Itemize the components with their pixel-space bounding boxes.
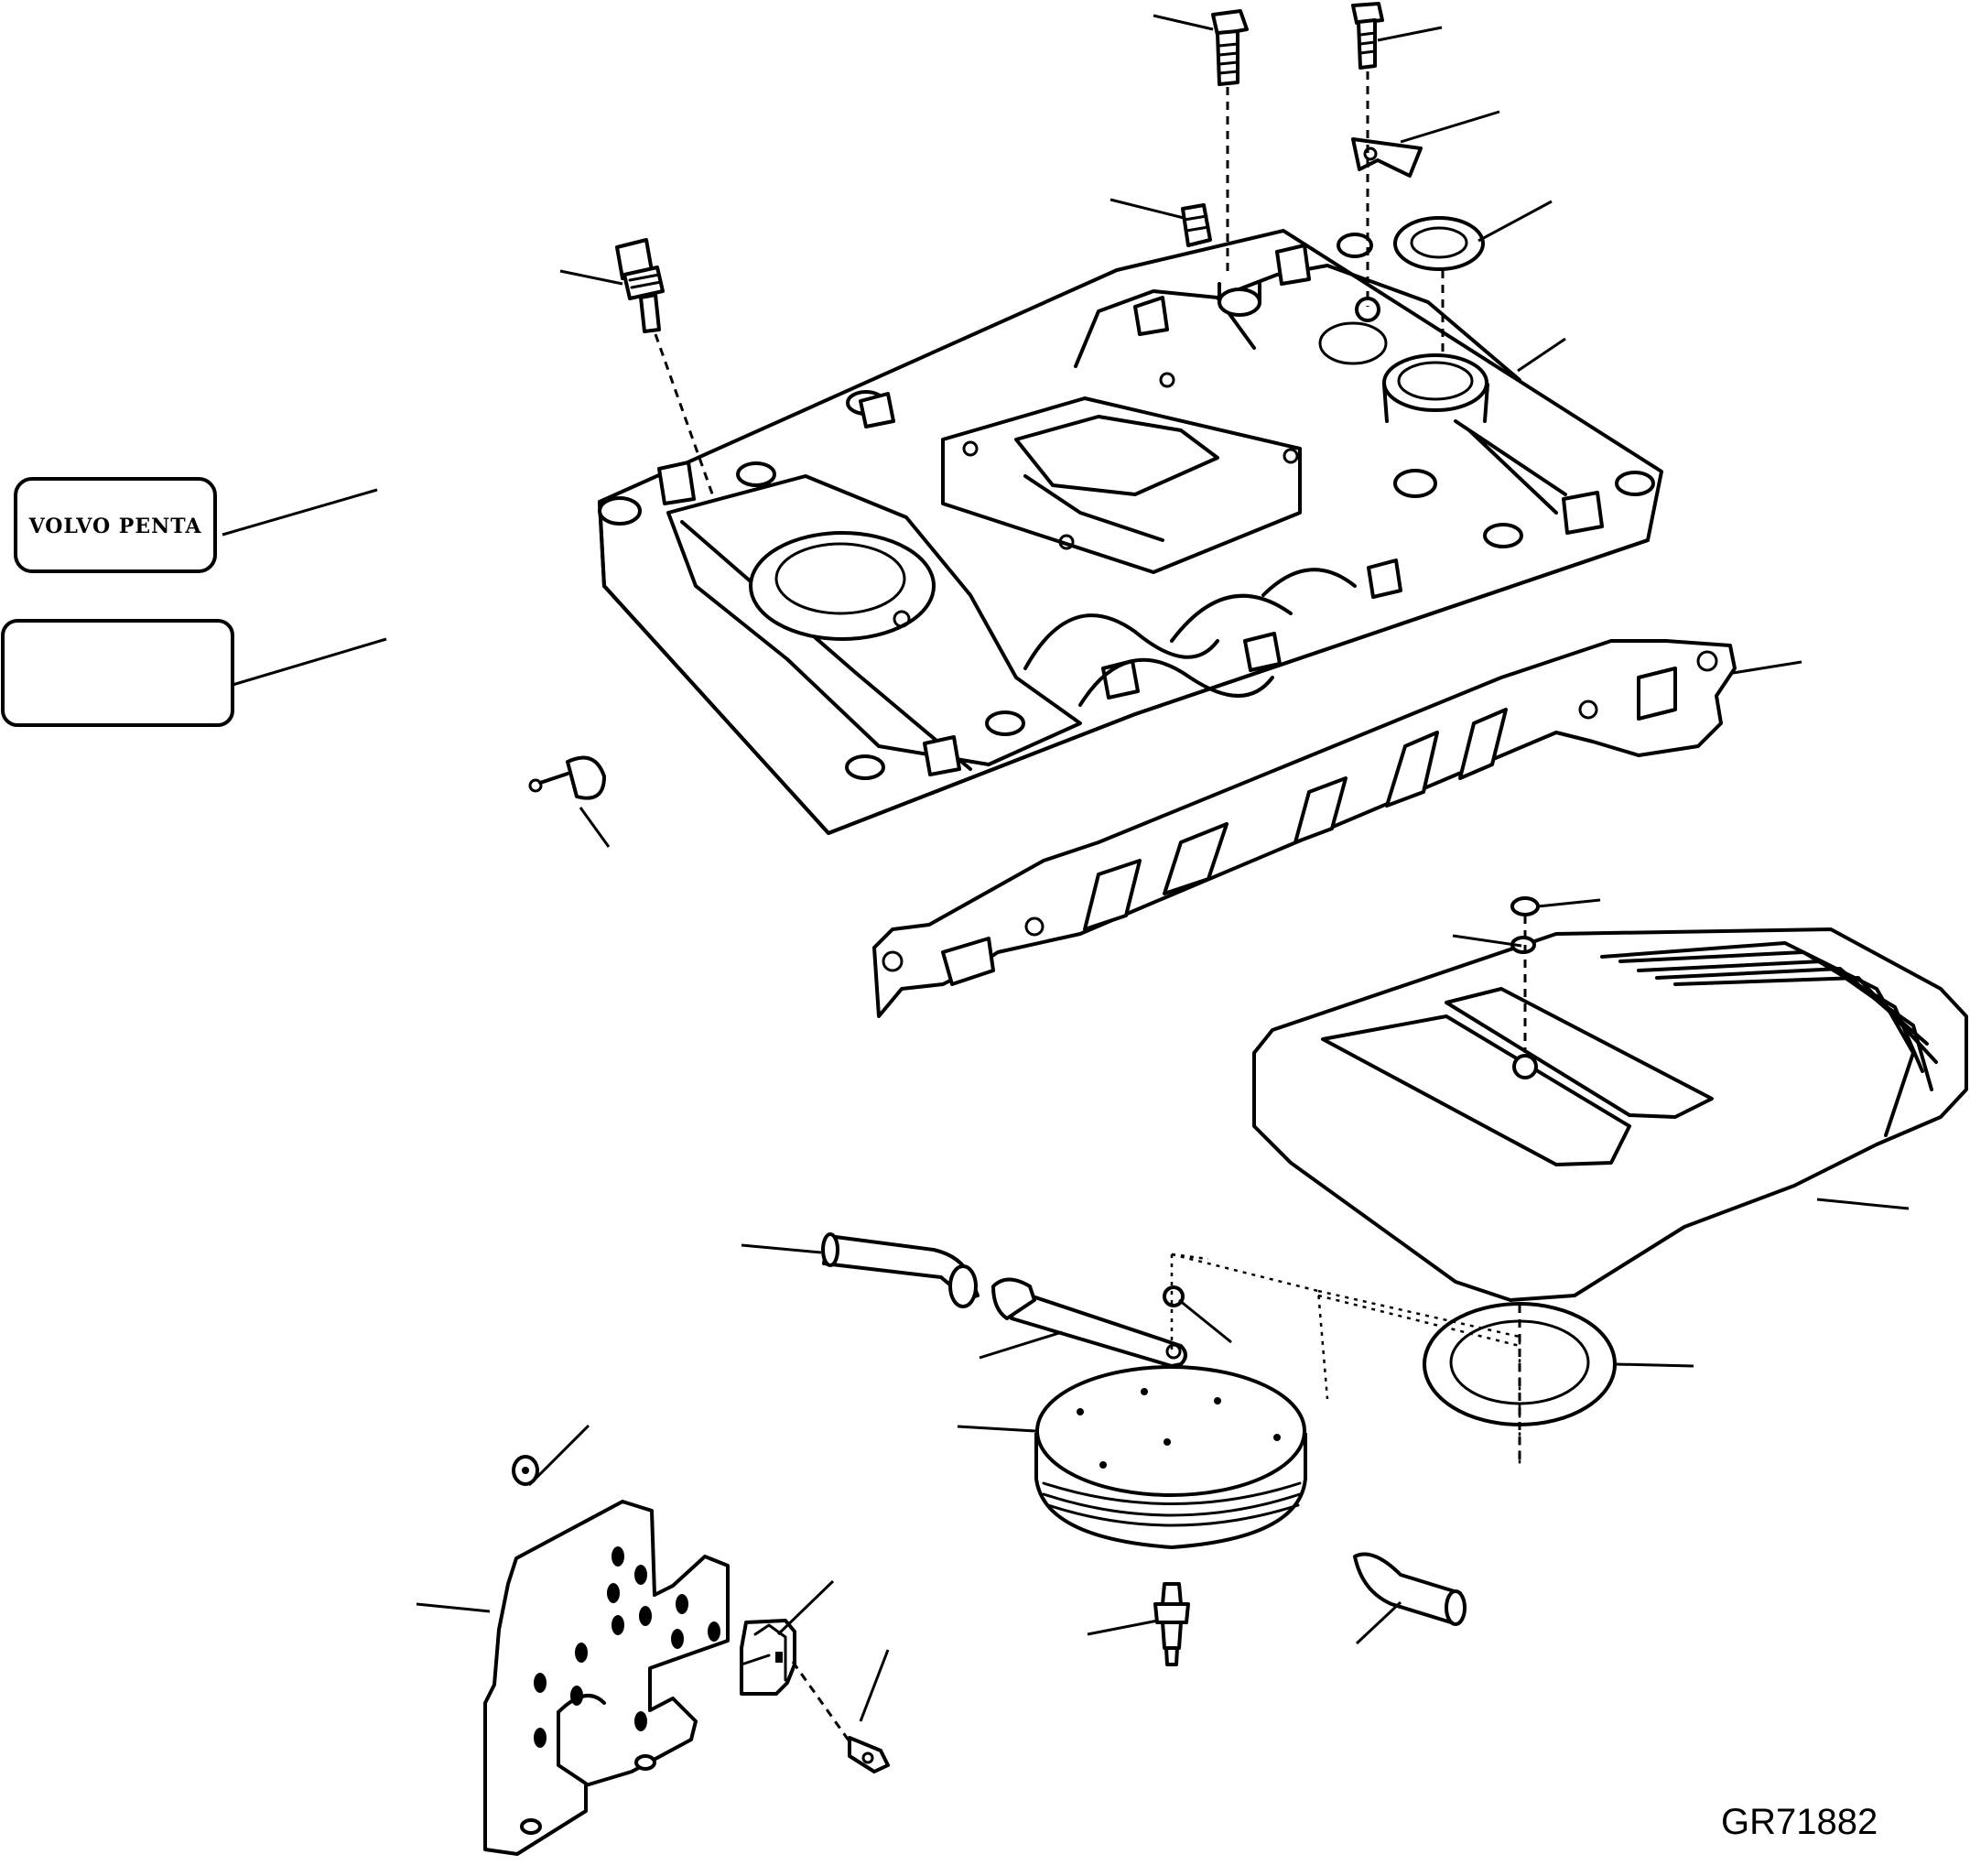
vacuum-sensor [1153, 1582, 1190, 1666]
blank-decal [1, 619, 234, 727]
leader-lines [222, 14, 1910, 1722]
filler-seal-ring [1393, 216, 1485, 271]
cable-clamp [740, 1619, 796, 1696]
plug [1181, 203, 1212, 247]
intake-manifold [598, 229, 1663, 835]
lifting-bracket [1351, 137, 1423, 178]
breather-strap [991, 1277, 1187, 1368]
flame-arrestor [1034, 1365, 1307, 1549]
clamp-screw [848, 1736, 890, 1773]
temperature-sender [615, 238, 665, 333]
bolt-large [1211, 9, 1249, 86]
intake-manifold-gasket [872, 639, 1737, 1018]
mounting-bracket [483, 1500, 730, 1856]
figure-code: GR71882 [1721, 1802, 1878, 1842]
wire-connector [528, 755, 606, 800]
assembly-lines [654, 71, 1527, 1745]
breather-hose-upper [821, 1232, 980, 1308]
bracket-nut [512, 1455, 539, 1486]
decal-text: VOLVO PENTA [28, 515, 202, 538]
bolt-small [1351, 2, 1384, 70]
engine-cover [1252, 927, 1968, 1302]
breather-hose-lower [1353, 1552, 1467, 1626]
volvo-penta-decal: VOLVO PENTA [14, 477, 217, 573]
